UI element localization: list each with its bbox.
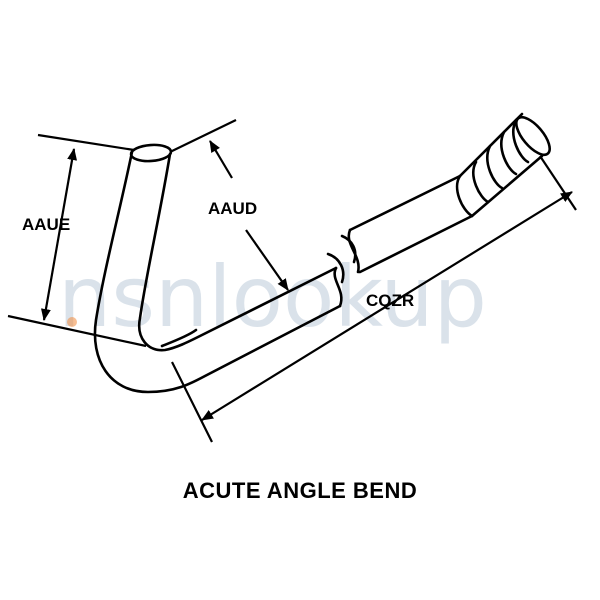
aaue-extension-top	[37, 133, 135, 152]
thread-2	[486, 144, 504, 190]
thread-section-upper	[458, 112, 524, 178]
aaud-dimension-line-upper	[209, 140, 233, 179]
bolt-outer-edge	[93, 150, 342, 394]
aaud-label: AAUD	[208, 199, 257, 218]
diagram-caption: ACUTE ANGLE BEND	[182, 478, 418, 503]
watermark: nsnlookup	[58, 248, 487, 346]
bolt-bend-lip	[160, 328, 198, 348]
dimension-cqzr	[171, 155, 577, 443]
aaue-label: AAUE	[22, 215, 70, 234]
bolt-shank-upper	[348, 174, 462, 232]
bolt-inner-edge	[137, 152, 338, 352]
watermark-dot	[67, 317, 77, 327]
thread-1	[472, 160, 490, 204]
thread-3	[500, 130, 518, 176]
cqzr-dimension-line	[201, 191, 573, 421]
aaue-dimension-line	[40, 148, 78, 321]
cqzr-extension-left	[171, 361, 213, 443]
dimension-aaue	[7, 133, 147, 348]
aaud-extension-top	[169, 119, 237, 153]
aaue-extension-bottom	[7, 314, 147, 348]
watermark-text: nsnlookup	[58, 248, 487, 346]
cqzr-label: CQZR	[366, 291, 414, 310]
bolt-top-end	[129, 143, 173, 163]
thread-start	[455, 174, 474, 218]
bolt-threaded-end	[515, 115, 551, 157]
thread-4	[512, 118, 530, 164]
